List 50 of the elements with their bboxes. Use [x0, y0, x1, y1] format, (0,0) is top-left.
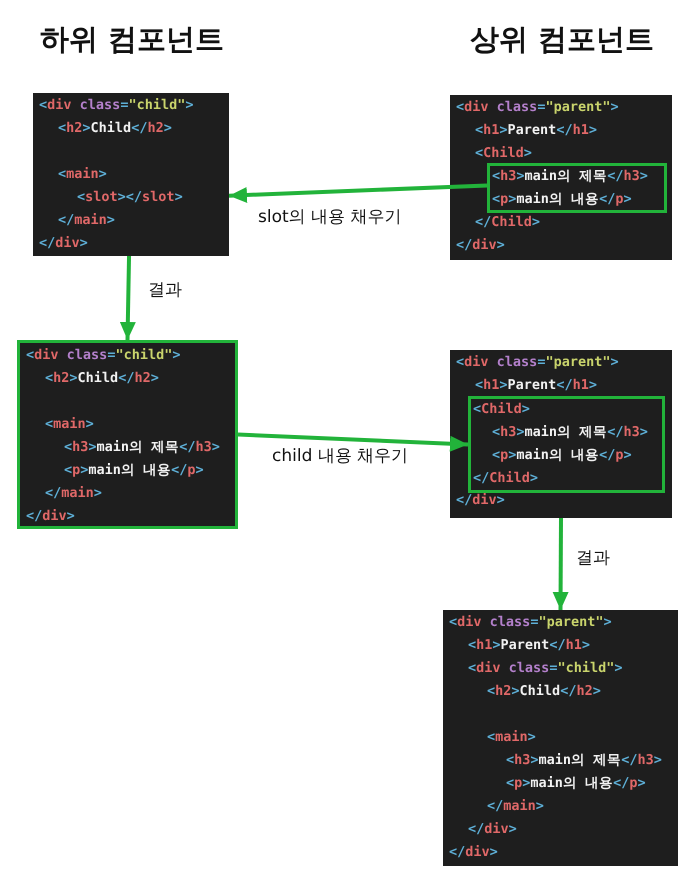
code-line: <main>	[45, 415, 94, 433]
column-title: 상위 컴포넌트	[470, 21, 654, 58]
code-line: <Child>	[475, 144, 532, 162]
code-block	[443, 610, 678, 866]
code-line: <div class="parent">	[456, 353, 619, 371]
code-block	[450, 95, 672, 260]
code-line: <h3>main의 제목</h3>	[506, 751, 662, 769]
code-line: <div class="parent">	[449, 613, 612, 631]
code-line: <h2>Child</h2>	[45, 369, 159, 387]
code-line: <div class="parent">	[456, 98, 619, 116]
arrow	[552, 518, 569, 610]
code-line: <div class="child">	[26, 346, 180, 364]
code-line: <p>main의 내용</p>	[506, 774, 646, 792]
code-line: </div>	[26, 507, 75, 525]
code-line: <h2>Child</h2>	[58, 119, 172, 137]
code-block	[17, 340, 238, 529]
code-line: </div>	[456, 236, 505, 254]
code-line: <div class="child">	[468, 659, 622, 677]
arrow	[238, 432, 468, 452]
code-line: </main>	[487, 797, 544, 815]
code-line: <h2>Child</h2>	[487, 682, 601, 700]
code-line: </main>	[45, 484, 102, 502]
code-line: <div class="child">	[39, 96, 194, 114]
code-line: <p>main의 내용</p>	[64, 461, 204, 479]
code-line: <p>main의 내용</p>	[492, 446, 632, 464]
arrow	[120, 256, 136, 340]
code-line: </Child>	[473, 469, 538, 487]
code-line: <h3>main의 제목</h3>	[64, 438, 220, 456]
code-line: <main>	[58, 165, 107, 183]
code-line: <h1>Parent</h1>	[468, 636, 590, 654]
highlight-box	[468, 396, 665, 493]
code-line: </div>	[468, 820, 517, 838]
column-title: 하위 컴포넌트	[40, 21, 224, 58]
code-line: <slot></slot>	[77, 188, 183, 206]
code-line: <Child>	[473, 400, 530, 418]
code-line: </div>	[456, 491, 505, 509]
code-block	[450, 350, 672, 518]
code-line: </main>	[58, 211, 115, 229]
code-line: <h3>main의 제목</h3>	[492, 167, 648, 185]
code-line: </div>	[449, 843, 498, 861]
code-line: <p>main의 내용</p>	[492, 190, 632, 208]
code-line: <h1>Parent</h1>	[475, 121, 597, 139]
code-block	[33, 93, 229, 256]
arrow	[228, 184, 488, 203]
highlight-box	[487, 163, 667, 213]
code-line: <h1>Parent</h1>	[475, 376, 597, 394]
code-line: </Child>	[475, 213, 540, 231]
code-line: </div>	[39, 234, 88, 252]
code-line: <h3>main의 제목</h3>	[492, 423, 648, 441]
code-line: <main>	[487, 728, 536, 746]
